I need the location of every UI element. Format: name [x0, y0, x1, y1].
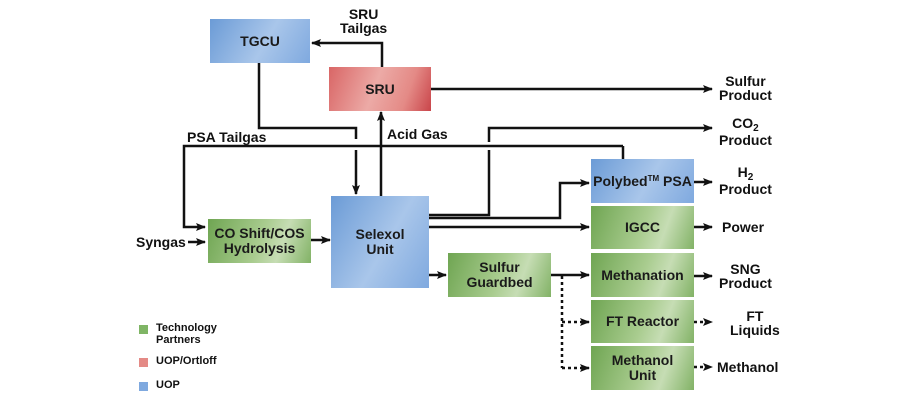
legend-label-uop: UOP: [156, 379, 180, 391]
polybed-psa-unit: PolybedTM PSA: [591, 159, 694, 203]
ft-liquids-line2: Liquids: [730, 322, 780, 338]
h2-formula: H2: [719, 164, 772, 183]
ft-reactor-unit: FT Reactor: [591, 300, 694, 343]
syngas-label: Syngas: [136, 234, 186, 250]
sru-tailgas-line2: Tailgas: [340, 20, 388, 36]
sru-label: SRU: [365, 80, 395, 97]
power-label: Power: [722, 219, 765, 235]
igcc-unit: IGCC: [591, 206, 694, 249]
legend-swatch-blue: [139, 382, 148, 391]
polybed-suffix: PSA: [659, 172, 692, 189]
methanol-product-label: Methanol: [717, 359, 779, 375]
ft-liquids-label: FT Liquids: [730, 309, 780, 337]
methanation-label: Methanation: [601, 266, 684, 283]
legend-label-uop-ortloff: UOP/Ortloff: [156, 355, 217, 367]
line-tgcu-to-selexol: [257, 63, 358, 139]
methanol-unit: Methanol Unit: [591, 346, 694, 390]
legend-label-line2: Partners: [156, 334, 201, 346]
tgcu-label: TGCU: [240, 32, 280, 49]
igcc-label: IGCC: [625, 219, 660, 235]
legend-label-line1: Technology: [156, 322, 217, 334]
tgcu-unit: TGCU: [210, 19, 310, 63]
legend-swatch-green: [139, 325, 148, 334]
legend-item-uop: UOP: [139, 379, 180, 391]
co2-formula: CO2: [719, 115, 772, 134]
co2-formula-base: CO: [732, 115, 754, 131]
methanol-unit-label-line2: Unit: [628, 367, 657, 383]
methanation-unit: Methanation: [591, 253, 694, 297]
co-shift-label-line2: Hydrolysis: [223, 240, 296, 256]
h2-formula-base: H: [737, 164, 748, 180]
selexol-unit: Selexol Unit: [331, 196, 429, 288]
sru-tailgas-label: SRU Tailgas: [340, 7, 387, 35]
polybed-label: PolybedTM PSA: [593, 172, 692, 189]
ft-liquids-line1: FT: [746, 308, 764, 324]
methanol-unit-label-line1: Methanol: [611, 352, 674, 368]
sru-unit: SRU: [329, 67, 431, 111]
co-shift-unit: CO Shift/COS Hydrolysis: [208, 219, 311, 263]
guardbed-label-line1: Sulfur: [479, 259, 520, 275]
line-sru-to-tgcu: [311, 39, 384, 68]
co2-subscript: 2: [753, 123, 759, 134]
sng-product-line1: SNG: [730, 261, 761, 277]
line-psa-tailgas: [182, 144, 623, 231]
guardbed-label-line2: Guardbed: [466, 274, 533, 290]
legend-item-technology-partners: Technology Partners: [139, 322, 217, 346]
sulfur-product-line2: Product: [719, 87, 772, 103]
sulfur-product-line1: Sulfur: [725, 73, 766, 89]
legend-swatch-red: [139, 358, 148, 367]
co-shift-label-line1: CO Shift/COS: [214, 225, 305, 241]
line-co2-product: [429, 150, 491, 217]
h2-product-line2: Product: [719, 181, 772, 197]
psa-tailgas-label: PSA Tailgas: [187, 129, 267, 145]
co2-product-line2: Product: [719, 132, 772, 148]
h2-subscript: 2: [747, 172, 754, 183]
line-co2-product-top: [487, 124, 713, 142]
sulfur-product-label: Sulfur Product: [719, 74, 772, 102]
co2-product-label: CO2 Product: [719, 116, 772, 147]
polybed-name: Polybed: [593, 172, 648, 189]
h2-product-label: H2 Product: [719, 165, 772, 196]
sng-product-label: SNG Product: [719, 262, 772, 290]
selexol-label-line1: Selexol: [355, 226, 405, 242]
trademark-mark: TM: [647, 173, 660, 183]
selexol-label-line2: Unit: [366, 241, 394, 257]
sulfur-guardbed-unit: Sulfur Guardbed: [448, 253, 551, 297]
acid-gas-label: Acid Gas: [387, 126, 448, 142]
sru-tailgas-line1: SRU: [348, 6, 379, 22]
sng-product-line2: Product: [719, 275, 772, 291]
legend-label-technology-partners: Technology Partners: [156, 322, 217, 346]
legend-item-uop-ortloff: UOP/Ortloff: [139, 355, 217, 367]
ft-reactor-label: FT Reactor: [605, 313, 680, 329]
line-selexol-to-polybed: [429, 179, 590, 220]
